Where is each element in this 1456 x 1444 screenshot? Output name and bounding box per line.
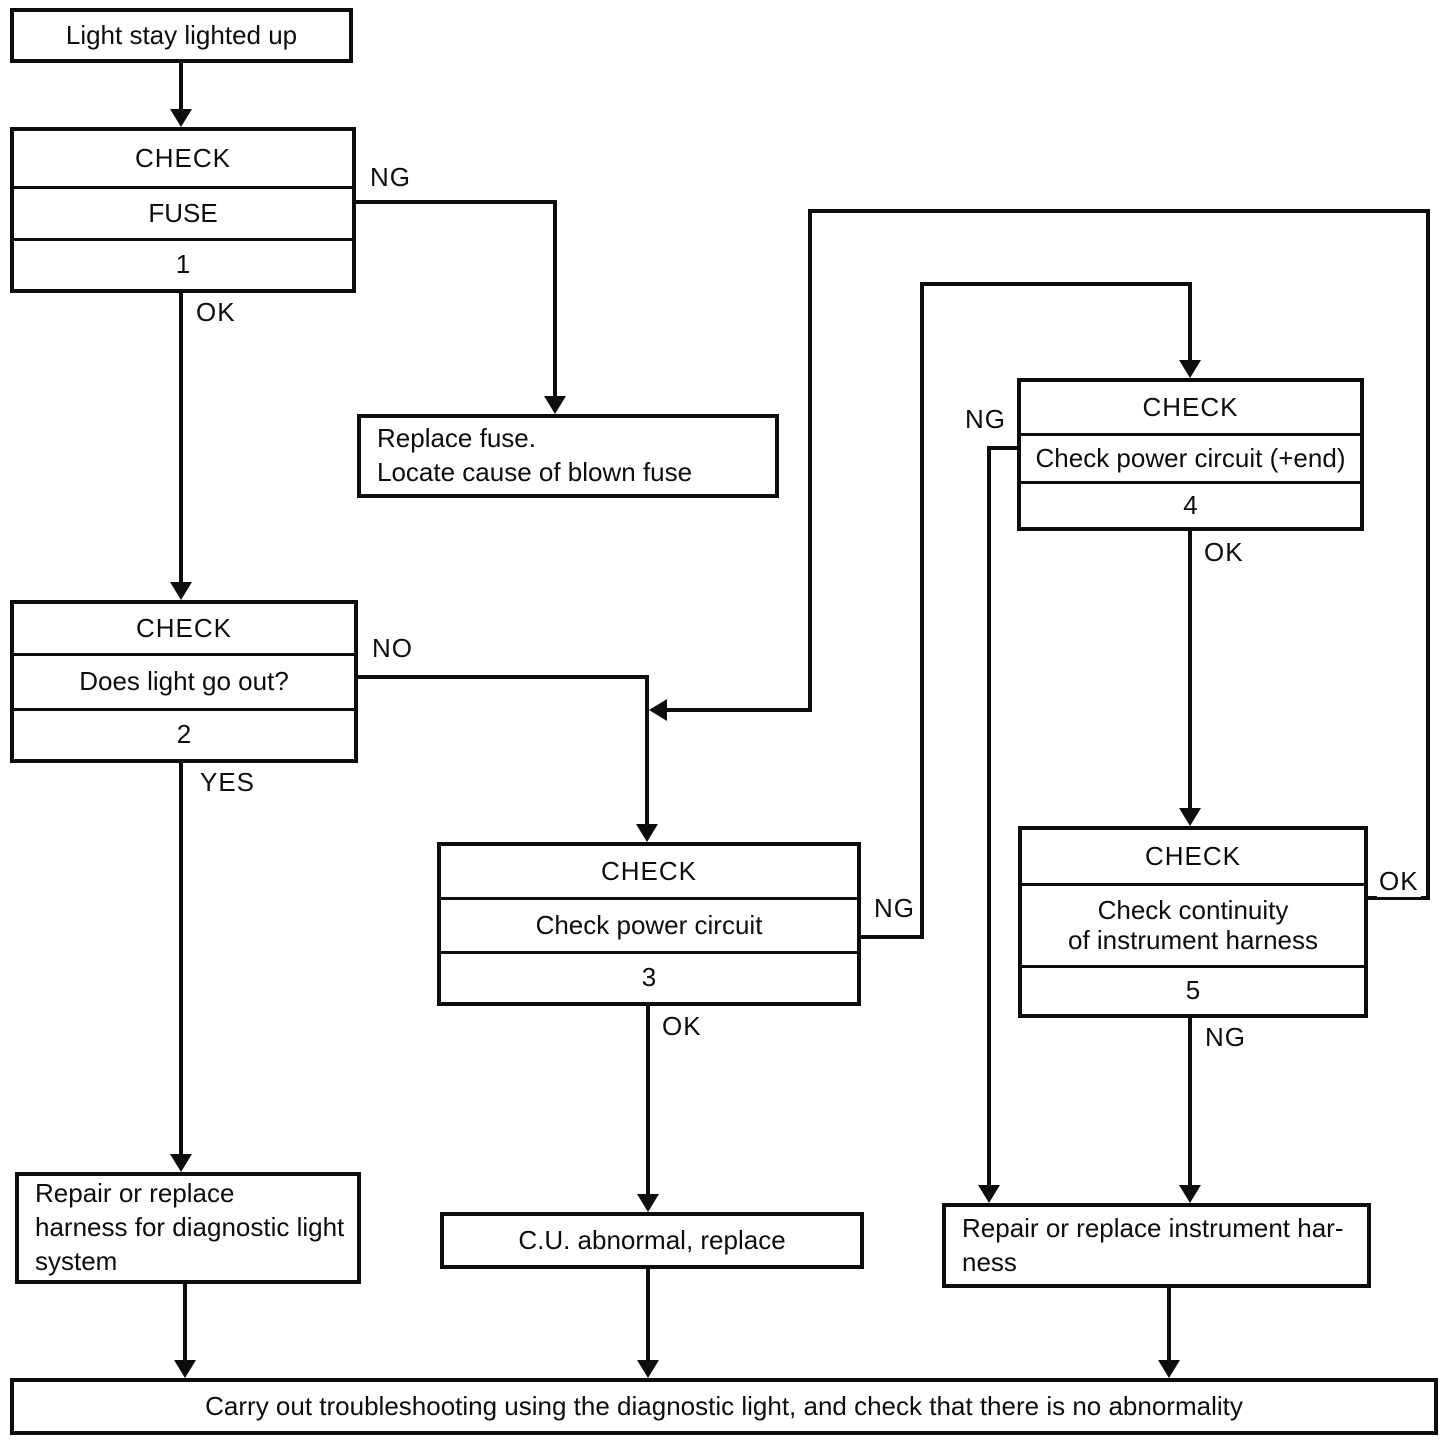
check-3-box: CHECK Check power circuit 3	[437, 842, 861, 1006]
arrow-check1-ng	[544, 396, 566, 414]
label-check2-yes: YES	[198, 767, 258, 798]
replace-fuse-line1: Replace fuse.	[377, 423, 536, 454]
connector-loop-right-v	[1426, 209, 1430, 900]
arrow-check4-ng	[978, 1185, 1000, 1203]
label-check1-ok: OK	[194, 297, 238, 328]
check-5-title: CHECK	[1144, 840, 1241, 871]
arrow-repairdiag-bar	[174, 1360, 196, 1378]
label-check2-no: NO	[370, 633, 415, 664]
replace-fuse-line2: Locate cause of blown fuse	[377, 457, 693, 487]
arrow-repairinstr-bar	[1158, 1360, 1180, 1378]
check-5-description-line2: of instrument harness	[1067, 924, 1318, 955]
repair-instrument-harness-box: Repair or replace instrument har- ness	[942, 1203, 1371, 1288]
label-check1-ng: NG	[368, 162, 413, 193]
repair-diag-line2: harness for diagnostic light	[35, 1212, 345, 1243]
label-check4-ng: NG	[963, 404, 1008, 435]
arrow-check3-ok	[637, 1194, 659, 1212]
arrow-check4-ok	[1179, 808, 1201, 826]
check-4-description: Check power circuit (+end)	[1021, 433, 1360, 481]
check-4-number: 4	[1021, 481, 1360, 527]
check-2-description: Does light go out?	[14, 653, 354, 708]
check-3-number: 3	[441, 951, 857, 1002]
check-1-title: CHECK	[134, 142, 231, 173]
check-5-description-line1: Check continuity	[1097, 894, 1289, 925]
bottom-summary-label: Carry out troubleshooting using the diag…	[205, 1391, 1243, 1421]
connector-check3-ok	[646, 1006, 650, 1196]
label-check5-ok: OK	[1377, 866, 1421, 897]
connector-cu-bar	[646, 1269, 650, 1362]
replace-fuse-box: Replace fuse. Locate cause of blown fuse	[357, 414, 779, 498]
check-1-description: FUSE	[14, 186, 352, 238]
check-5-box: CHECK Check continuity of instrument har…	[1018, 826, 1368, 1018]
connector-check4-ng-h	[987, 446, 1017, 450]
connector-check5-ng	[1188, 1018, 1192, 1187]
connector-check4-ok	[1188, 531, 1192, 810]
connector-loop-top-h	[808, 209, 1430, 213]
connector-repairdiag-bar	[183, 1284, 187, 1362]
label-check3-ng: NG	[872, 893, 917, 924]
connector-check2-no-v	[645, 675, 649, 826]
check-5-description: Check continuity of instrument harness	[1022, 883, 1364, 965]
label-check3-ok: OK	[660, 1011, 704, 1042]
check-5-number: 5	[1022, 965, 1364, 1014]
check-4-title: CHECK	[1142, 391, 1239, 422]
arrow-cu-bar	[637, 1360, 659, 1378]
check-4-box: CHECK Check power circuit (+end) 4	[1017, 378, 1364, 531]
check-1-box: CHECK FUSE 1	[10, 127, 356, 293]
connector-start-check1	[179, 63, 183, 111]
check-2-number: 2	[14, 708, 354, 759]
connector-check2-no-h	[357, 675, 649, 679]
connector-loop-mid-v	[808, 209, 812, 712]
connector-check5-ok-h	[1368, 896, 1430, 900]
label-check5-ng: NG	[1203, 1022, 1248, 1053]
connector-check1-ng-v	[553, 200, 557, 398]
bottom-summary-bar: Carry out troubleshooting using the diag…	[10, 1378, 1438, 1435]
check-3-description: Check power circuit	[441, 897, 857, 951]
connector-check3-ng-h2	[920, 282, 1192, 286]
repair-diag-line1: Repair or replace	[35, 1178, 235, 1209]
cu-abnormal-box: C.U. abnormal, replace	[440, 1212, 864, 1269]
connector-check1-ng-h	[355, 200, 557, 204]
label-check4-ok: OK	[1202, 537, 1246, 568]
connector-check3-ng-v1	[920, 282, 924, 939]
connector-check3-ng-h1	[861, 935, 924, 939]
start-box-label: Light stay lighted up	[65, 20, 298, 50]
start-box: Light stay lighted up	[10, 8, 353, 63]
repair-instr-line2: ness	[962, 1246, 1017, 1277]
cu-abnormal-label: C.U. abnormal, replace	[518, 1225, 786, 1255]
check-2-title: CHECK	[135, 612, 232, 643]
connector-check3-ng-v2	[1188, 282, 1192, 364]
arrow-check1-ok	[170, 582, 192, 600]
connector-check2-yes	[179, 762, 183, 1158]
check-1-number: 1	[14, 238, 352, 289]
arrow-loop-join	[649, 699, 667, 721]
arrow-start-check1	[170, 109, 192, 127]
repair-diag-line3: system	[35, 1245, 118, 1276]
connector-check1-ok	[179, 293, 183, 585]
arrow-check2-yes	[170, 1154, 192, 1172]
repair-instr-line1: Repair or replace instrument har-	[962, 1212, 1344, 1243]
connector-check4-ng-v	[987, 446, 991, 1187]
arrow-check5-ng	[1179, 1185, 1201, 1203]
check-2-box: CHECK Does light go out? 2	[10, 600, 358, 763]
connector-repairinstr-bar	[1167, 1288, 1171, 1362]
arrow-check3-ng	[1179, 360, 1201, 378]
check-3-title: CHECK	[600, 855, 697, 886]
connector-loop-join-h	[665, 708, 812, 712]
arrow-check2-no	[636, 824, 658, 842]
repair-diagnostic-harness-box: Repair or replace harness for diagnostic…	[15, 1172, 361, 1284]
